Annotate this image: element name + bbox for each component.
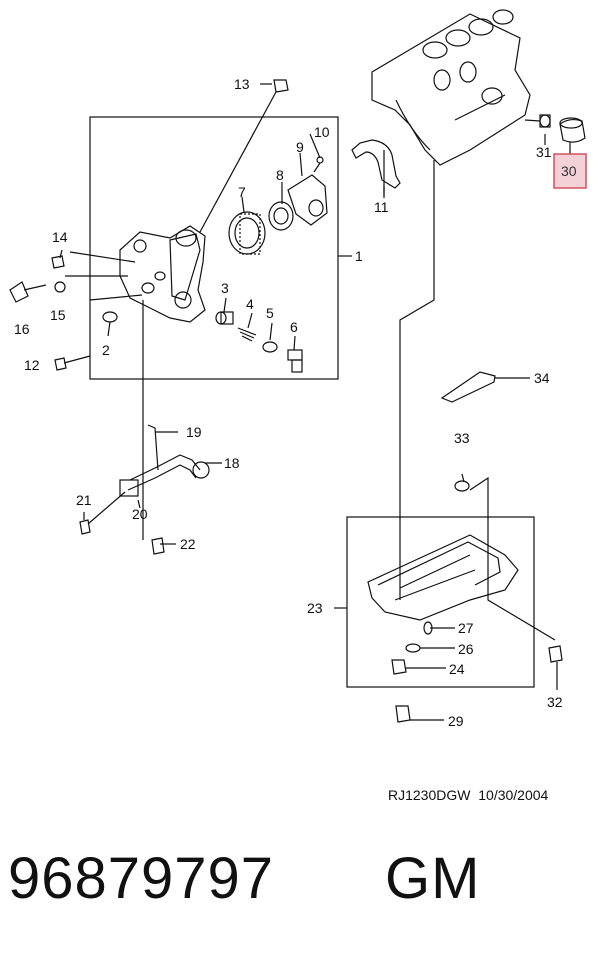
- plug-32-drawing: [548, 645, 563, 663]
- callout-21: 21: [76, 492, 92, 508]
- callout-1: 1: [355, 248, 363, 264]
- bolt-13-drawing: [199, 79, 289, 233]
- oil-filter-drawing: [524, 114, 586, 143]
- callout-32: 32: [547, 694, 563, 710]
- callout-10: 10: [314, 124, 330, 140]
- callout-24: 24: [449, 661, 465, 677]
- callout-18: 18: [224, 455, 240, 471]
- plug-33-drawing: [454, 480, 470, 492]
- oil-pickup-tube-drawing: [79, 300, 210, 555]
- bolt-29-drawing: [395, 705, 411, 723]
- callout-9: 9: [296, 139, 304, 155]
- callout-6: 6: [290, 319, 298, 335]
- callout-4: 4: [246, 296, 254, 312]
- plug-6-drawing: [287, 349, 303, 373]
- callout-22: 22: [180, 536, 196, 552]
- rear-seal-drawing: [351, 139, 401, 189]
- callout-23: 23: [307, 600, 323, 616]
- group-23-box: [346, 516, 535, 688]
- callout-3: 3: [221, 280, 229, 296]
- callout-20: 20: [132, 506, 148, 522]
- fitting-16-drawing: [9, 281, 47, 303]
- callout-15: 15: [50, 307, 66, 323]
- callout-2: 2: [102, 342, 110, 358]
- washer-5-drawing: [262, 341, 278, 353]
- sealant-tube-34-drawing: [440, 371, 496, 403]
- callout-34: 34: [534, 370, 550, 386]
- callout-30: 30: [561, 163, 577, 179]
- oil-pump-drawing: [65, 225, 206, 323]
- callout-7: 7: [238, 184, 246, 200]
- callout-13: 13: [234, 76, 250, 92]
- callout-31: 31: [536, 144, 552, 160]
- washer-15-drawing: [54, 281, 66, 293]
- plug-12-drawing: [54, 357, 67, 371]
- bolt-14-drawing: [51, 249, 65, 269]
- group-1-box: [89, 116, 339, 380]
- part-number: 96879797: [8, 846, 275, 911]
- manufacturer-name: GM: [385, 846, 481, 911]
- plunger-3-drawing: [215, 311, 234, 325]
- callout-33: 33: [454, 430, 470, 446]
- callout-5: 5: [266, 305, 274, 321]
- callout-12: 12: [24, 357, 40, 373]
- callout-8: 8: [276, 167, 284, 183]
- rotor-gear-drawing: [228, 156, 328, 255]
- callout-27: 27: [458, 620, 474, 636]
- highlight-box-30: [553, 153, 587, 189]
- engine-block-drawing: [371, 9, 531, 166]
- callout-26: 26: [458, 641, 474, 657]
- callout-19: 19: [186, 424, 202, 440]
- callout-16: 16: [14, 321, 30, 337]
- callout-11: 11: [374, 199, 389, 215]
- callout-14: 14: [52, 229, 68, 245]
- drawing-reference: RJ1230DGW 10/30/2004: [388, 787, 549, 803]
- oring-2-drawing: [102, 311, 118, 323]
- callout-29: 29: [448, 713, 464, 729]
- spring-4-drawing: [237, 327, 257, 342]
